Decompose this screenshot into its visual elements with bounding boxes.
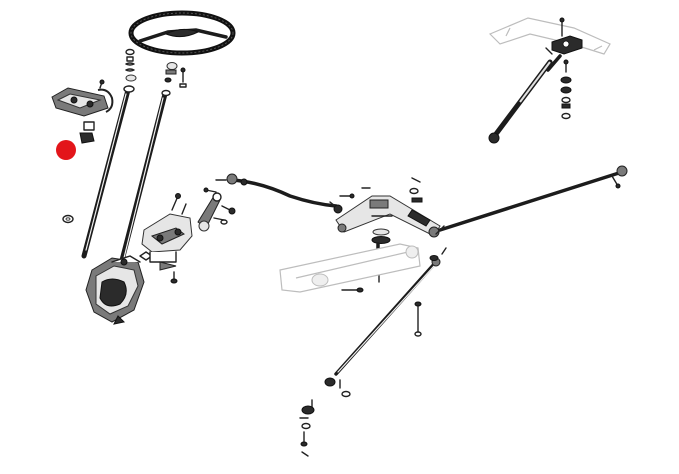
steering-column-inner[interactable]	[117, 89, 171, 271]
pitman-arm[interactable]	[197, 187, 222, 232]
steering-wheel[interactable]	[128, 10, 236, 56]
steering-damper[interactable]	[488, 47, 562, 144]
stabilizer-mount[interactable]	[551, 17, 583, 55]
column-bracket[interactable]	[51, 79, 114, 117]
crossmember-bolt[interactable]	[341, 287, 364, 293]
pitman-bracket[interactable]	[141, 213, 193, 271]
pitman-bracket-bolts[interactable]	[170, 193, 187, 284]
tie-rod-end-lower[interactable]	[299, 377, 351, 457]
frame-crossmember-faded	[279, 243, 421, 293]
tie-rod-right[interactable]	[435, 165, 628, 235]
bellcrank-bolts[interactable]	[339, 177, 423, 217]
frame-bracket-faded	[488, 17, 611, 55]
drag-link[interactable]	[215, 173, 343, 214]
column-washer[interactable]	[62, 214, 74, 224]
bracket-clamp[interactable]	[79, 121, 95, 144]
horn-button-parts[interactable]	[164, 62, 187, 88]
steering-column-outer[interactable]	[81, 85, 135, 259]
bellcrank[interactable]	[335, 195, 441, 238]
tie-rod-left[interactable]	[334, 247, 447, 376]
damper-bushing-stack[interactable]	[560, 59, 572, 120]
red-marker-dot	[56, 140, 76, 160]
tie-rod-clamp-bolt[interactable]	[414, 301, 422, 337]
wheel-nut-stack[interactable]	[125, 48, 137, 82]
pitman-small-parts[interactable]	[213, 205, 236, 225]
steering-gearbox[interactable]	[85, 251, 153, 325]
